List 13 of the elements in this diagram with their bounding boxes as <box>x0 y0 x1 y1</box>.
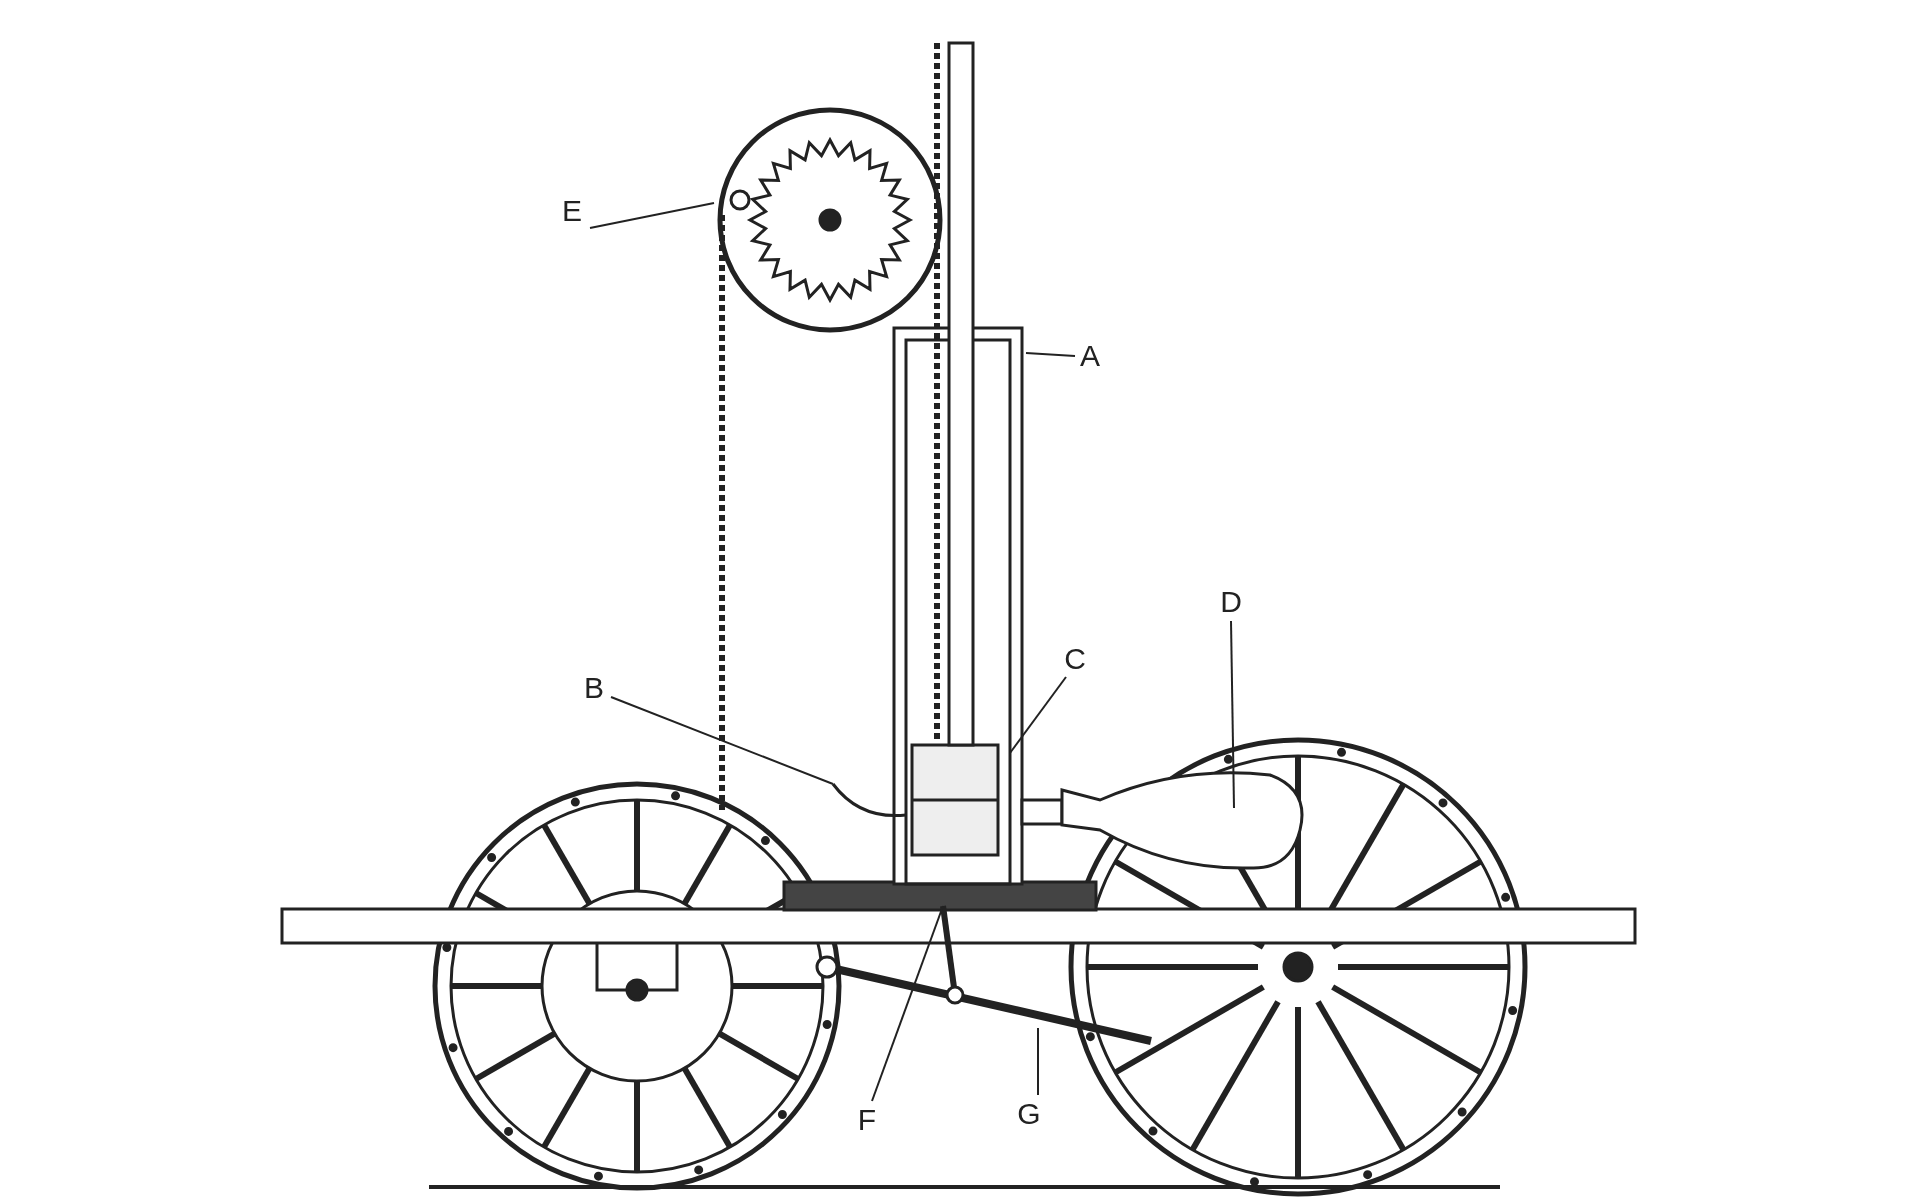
part-letter: G <box>1014 1097 1044 1131</box>
part-letter: D <box>1216 585 1246 619</box>
leader-line <box>589 202 715 229</box>
leader-line <box>1230 620 1235 809</box>
part-letter: A <box>1075 339 1105 373</box>
leader-line <box>1037 1027 1039 1096</box>
part-letter: E <box>557 194 587 228</box>
leader-line <box>610 696 834 785</box>
leader-line <box>1025 352 1076 357</box>
leader-line <box>1009 676 1067 754</box>
part-letter: C <box>1060 642 1090 676</box>
part-letter: F <box>852 1103 882 1137</box>
part-letter: B <box>579 671 609 705</box>
